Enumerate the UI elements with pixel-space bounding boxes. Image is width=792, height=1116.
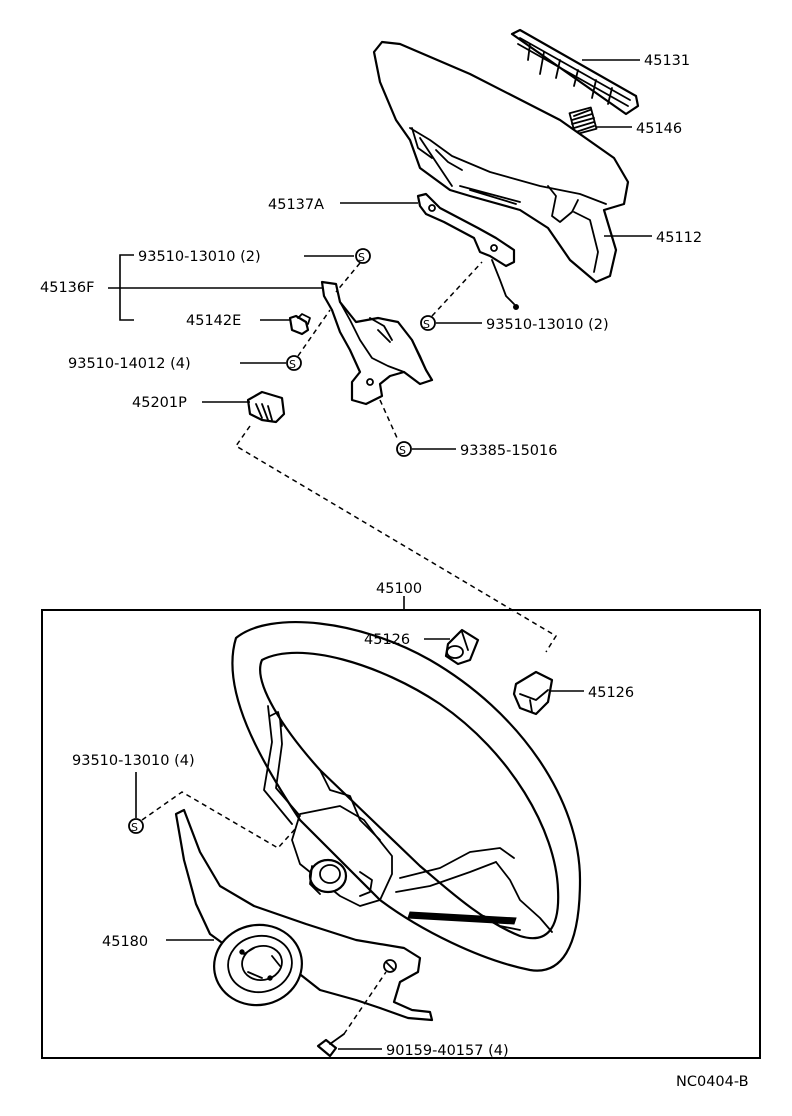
- bracket-45136F: [108, 254, 330, 321]
- symbol-s-c: S: [289, 358, 296, 371]
- symbol-s-b: S: [423, 318, 430, 331]
- part-steering-wheel: [231, 621, 582, 972]
- part-45137A-plate: [416, 192, 519, 310]
- label-45126-a: 45126: [364, 632, 410, 648]
- dash-connector-link: [234, 425, 558, 653]
- label-45136F: 45136F: [40, 280, 94, 296]
- label-90159-40157: 90159-40157 (4): [386, 1043, 509, 1059]
- part-45201P-connector: [246, 390, 286, 424]
- part-45126-connector-b: [512, 670, 554, 716]
- part-45142E-pin: [288, 313, 311, 336]
- label-45137A: 45137A: [268, 197, 324, 213]
- part-45112-pad: [372, 40, 630, 284]
- diagram-id: NC0404-B: [676, 1074, 749, 1090]
- standard-part-symbol-c: S: [286, 355, 302, 371]
- dash-screw-b: [431, 261, 483, 317]
- part-45180-lower-cover: [174, 808, 434, 1022]
- part-45146-spring: [568, 106, 598, 136]
- symbol-s-e: S: [131, 821, 138, 834]
- standard-part-symbol-e: S: [128, 818, 144, 834]
- label-45100: 45100: [376, 581, 422, 597]
- symbol-s-d: S: [399, 444, 406, 457]
- label-45180: 45180: [102, 934, 148, 950]
- dash-screw-a: [335, 262, 361, 293]
- label-93385-15016: 93385-15016: [460, 443, 558, 459]
- label-93510-13010-c: 93510-13010 (4): [72, 753, 195, 769]
- dash-screw-e: [141, 791, 297, 849]
- label-45201P: 45201P: [132, 395, 187, 411]
- part-45131-emblem: [510, 28, 640, 116]
- label-93510-14012: 93510-14012 (4): [68, 356, 191, 372]
- part-90159-40157-screw: [316, 1033, 345, 1058]
- part-45126-collar-a: [444, 628, 480, 666]
- label-45146: 45146: [636, 121, 682, 137]
- assembly-frame: [41, 609, 761, 1059]
- label-45131: 45131: [644, 53, 690, 69]
- dash-screw-d: [379, 399, 399, 441]
- dash-screw-f: [343, 971, 387, 1035]
- label-45126-b: 45126: [588, 685, 634, 701]
- standard-part-symbol-d: S: [396, 441, 412, 457]
- label-93510-13010-b: 93510-13010 (2): [486, 317, 609, 333]
- standard-part-symbol-a: S: [355, 248, 371, 264]
- label-45112: 45112: [656, 230, 702, 246]
- symbol-s-a: S: [358, 251, 365, 264]
- part-45136F-bracket: [320, 280, 434, 406]
- label-45142E: 45142E: [186, 313, 241, 329]
- label-93510-13010-a: 93510-13010 (2): [138, 249, 261, 265]
- dash-screw-c: [297, 309, 331, 357]
- standard-part-symbol-b: S: [420, 315, 436, 331]
